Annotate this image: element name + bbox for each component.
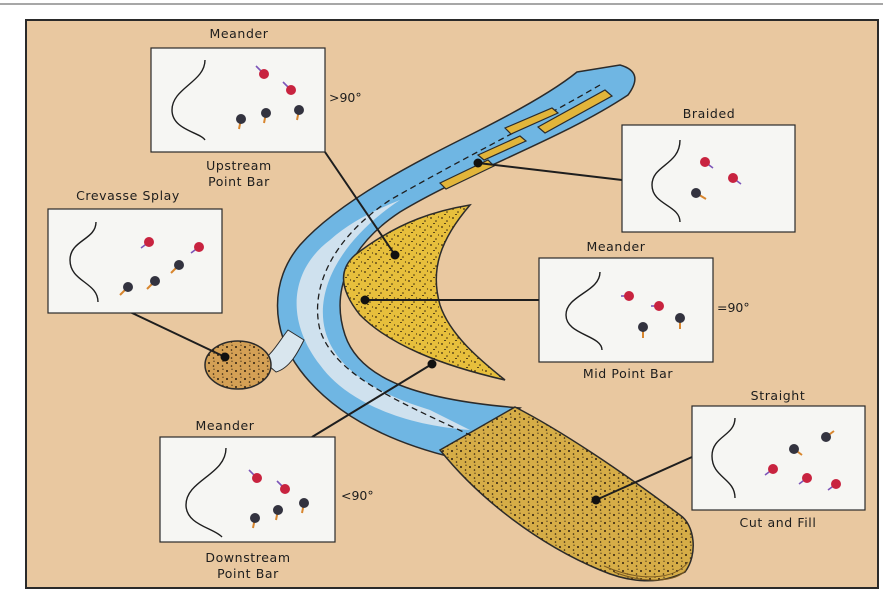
panel-downstream-box [160,437,335,542]
panel-crevasse-title: Crevasse Splay [76,188,180,203]
dot-upstream [391,251,400,260]
panel-downstream-title: Meander [195,418,254,433]
panel-upstream-caption-1: Upstream [206,158,272,173]
panel-upstream-angle: >90° [329,90,362,105]
dot-crevasse [221,353,230,362]
panel-upstream-box [151,48,325,152]
panel-upstream-caption-2: Point Bar [208,174,270,189]
panel-crevasse-box [48,209,222,313]
panel-downstream-caption-2: Point Bar [217,566,279,581]
panel-straight-title: Straight [751,388,806,403]
panel-straight: Straight Cut and Fill [692,388,865,530]
panel-mid-caption: Mid Point Bar [583,366,674,381]
panel-downstream-angle: <90° [341,488,374,503]
panel-mid-title: Meander [586,239,645,254]
panel-braided-title: Braided [683,106,736,121]
dot-straight [592,496,601,505]
panel-braided-box [622,125,795,232]
panel-upstream-title: Meander [209,26,268,41]
panel-mid-box [539,258,713,362]
panel-mid-angle: =90° [717,300,750,315]
dot-downstream [428,360,437,369]
panel-straight-box [692,406,865,510]
panel-straight-caption: Cut and Fill [740,515,817,530]
dot-braided [474,159,483,168]
splay-texture [205,341,271,389]
dot-mid [361,296,370,305]
panel-braided: Braided [622,106,795,232]
panel-downstream-caption-1: Downstream [205,550,290,565]
